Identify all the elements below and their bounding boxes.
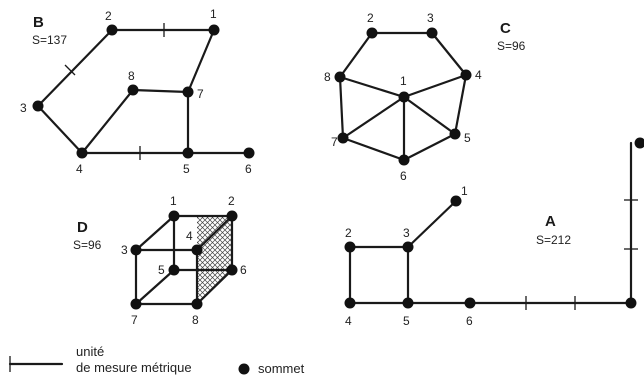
graph-d-measure: S=96: [73, 238, 102, 252]
vertex-label: 2: [228, 194, 235, 208]
vertex: [426, 27, 438, 39]
vertex-label: 2: [345, 226, 352, 240]
sommet-dot-icon: [238, 363, 250, 375]
vertex: [366, 27, 378, 39]
vertex: [32, 100, 44, 112]
graph-d-letter: D: [77, 219, 88, 236]
vertex-label: 1: [170, 194, 177, 208]
vertex: [182, 147, 194, 159]
graph-b: B S=137 1 2 3 4 5 6 7 8: [20, 7, 255, 176]
vertex: [226, 264, 238, 276]
vertex-label: 3: [121, 243, 128, 257]
graph-a-measure: S=212: [536, 233, 571, 247]
vertex: [464, 297, 476, 309]
vertex-label: 5: [464, 131, 471, 145]
graph-d: D S=96 1 2 3 4 5 6 7 8: [73, 194, 247, 327]
vertex: [334, 71, 346, 83]
vertex: [344, 241, 356, 253]
legend: unité de mesure métrique sommet: [8, 344, 305, 376]
vertex-label: 1: [400, 74, 407, 88]
vertex-label: 1: [461, 184, 468, 198]
graph-c-letter: C: [500, 20, 511, 37]
vertex: [226, 210, 238, 222]
vertex-label: 8: [192, 313, 199, 327]
vertex: [402, 241, 414, 253]
vertex: [398, 154, 410, 166]
unit-symbol: [8, 356, 64, 372]
vertex-label: 7: [131, 313, 138, 327]
vertex: [634, 137, 644, 149]
graph-c-vertices: [334, 27, 472, 166]
vertex: [243, 147, 255, 159]
vertex: [460, 69, 472, 81]
vertex-label: 3: [403, 226, 410, 240]
vertex-label: 8: [128, 69, 135, 83]
vertex-label: 6: [466, 314, 473, 328]
graph-b-vertices: [32, 24, 255, 159]
vertex: [398, 91, 410, 103]
graph-a-letter: A: [545, 213, 556, 230]
vertex: [168, 264, 180, 276]
vertex-label: 4: [186, 229, 193, 243]
vertex-label: 7: [331, 135, 338, 149]
graph-b-measure: S=137: [32, 33, 67, 47]
graph-c: C S=96 1 2 3 4 5 6 7 8: [324, 11, 526, 183]
vertex-label: 6: [240, 263, 247, 277]
vertex: [76, 147, 88, 159]
vertex: [344, 297, 356, 309]
vertex: [130, 244, 142, 256]
vertex: [449, 128, 461, 140]
graph-a: A S=212 1 2 3 4 5 6: [344, 137, 644, 328]
vertex: [337, 132, 349, 144]
vertex-label: 1: [210, 7, 217, 21]
vertex: [106, 24, 118, 36]
vertex: [130, 298, 142, 310]
vertex: [182, 86, 194, 98]
vertex: [168, 210, 180, 222]
vertex-label: 6: [400, 169, 407, 183]
vertex-label: 2: [105, 9, 112, 23]
vertex-label: 5: [183, 162, 190, 176]
vertex-label: 6: [245, 162, 252, 176]
vertex-label: 2: [367, 11, 374, 25]
graph-c-measure: S=96: [497, 39, 526, 53]
graph-b-edges: [36, 23, 251, 160]
vertex: [450, 195, 462, 207]
graph-c-edges: [338, 31, 468, 162]
vertex-label: 7: [197, 87, 204, 101]
legend-vertex-label: sommet: [258, 361, 305, 376]
graph-d-hatched-face: [197, 216, 232, 304]
vertex-label: 8: [324, 70, 331, 84]
vertex: [625, 297, 637, 309]
vertex-label: 4: [345, 314, 352, 328]
vertex-label: 3: [20, 101, 27, 115]
graph-a-vertices: [344, 137, 644, 309]
vertex: [402, 297, 414, 309]
vertex: [208, 24, 220, 36]
vertex-label: 4: [475, 68, 482, 82]
legend-unit-line1: unité: [76, 344, 104, 359]
vertex-label: 5: [158, 263, 165, 277]
vertex: [127, 84, 139, 96]
graph-d-vertices: [130, 210, 238, 310]
vertex-label: 4: [76, 162, 83, 176]
legend-unit-line2: de mesure métrique: [76, 360, 192, 375]
vertex-label: 3: [427, 11, 434, 25]
graph-a-edges: [348, 141, 638, 310]
vertex-label: 5: [403, 314, 410, 328]
graph-b-letter: B: [33, 14, 44, 31]
vertex: [191, 244, 203, 256]
graph-d-edges: [134, 214, 234, 306]
vertex: [191, 298, 203, 310]
